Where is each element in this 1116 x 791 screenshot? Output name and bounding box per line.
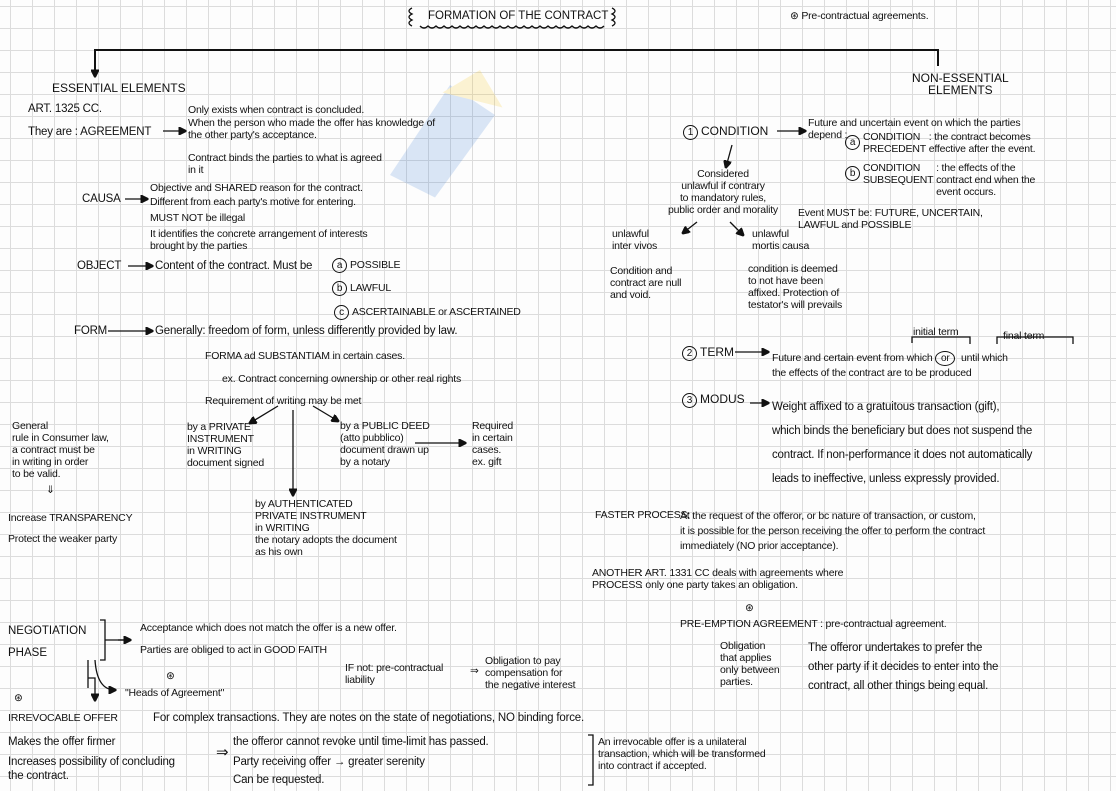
form-private: by a PRIVATE INSTRUMENT in WRITING docum… <box>187 421 264 469</box>
star-icon: ⊛ <box>14 692 23 704</box>
condition-definition: Future and uncertain event on which the … <box>808 117 1021 141</box>
negotiation-phase-label: NEGOTIATION PHASE <box>8 625 87 659</box>
condition-must-be: Event MUST be: FUTURE, UNCERTAIN, LAWFUL… <box>798 207 983 231</box>
legend-note: ⊛ Pre-contractual agreements. <box>790 10 929 22</box>
causa-line: Different from each party's motive for e… <box>150 196 356 208</box>
irrevocable-serenity: Party receiving offer → greater serenity <box>233 756 425 768</box>
initial-term-label: initial term <box>913 326 959 338</box>
consumer-rule: General rule in Consumer law, a contract… <box>12 420 109 480</box>
consumer-protect: Protect the weaker party <box>8 533 118 545</box>
object-label: OBJECT <box>77 260 122 272</box>
mortis-causa-result: condition is deemed to not have been aff… <box>748 263 843 311</box>
heads-of-agreement-text: For complex transactions. They are notes… <box>153 712 584 724</box>
another-process-label: ANOTHER PROCESS <box>592 567 642 591</box>
causa-label: CAUSA <box>82 193 121 205</box>
object-text: Content of the contract. Must be <box>155 260 313 272</box>
irrevocable-requested: Can be requested. <box>233 774 325 786</box>
irrevocable-increases: Increases possibility of concluding the … <box>8 756 175 782</box>
heads-of-agreement-label: "Heads of Agreement" <box>125 687 225 699</box>
agreement-label: They are : AGREEMENT <box>28 126 152 138</box>
star-icon: ⊛ <box>166 670 175 682</box>
star-icon: ⊛ <box>745 602 754 614</box>
faster-process-text: At the request of the offeror, or bc nat… <box>680 510 986 552</box>
pre-emption-obligation: Obligation that applies only between par… <box>720 640 780 688</box>
causa-line: It identifies the concrete arrangement o… <box>150 228 368 252</box>
agreement-line: When the person who made the offer has k… <box>188 117 436 141</box>
pre-emption-detail: The offeror undertakes to prefer the oth… <box>808 642 999 692</box>
agreement-line: Contract binds the parties to what is ag… <box>188 152 382 176</box>
final-term-label: final term <box>1003 330 1045 342</box>
article-ref: ART. 1325 CC. <box>28 103 102 115</box>
irrevocable-firmer: Makes the offer firmer <box>8 736 116 748</box>
legend-text: Pre-contractual agreements. <box>801 10 929 22</box>
form-required: Required in certain cases. ex. gift <box>472 420 514 468</box>
form-public: by a PUBLIC DEED (atto pubblico) documen… <box>340 420 430 468</box>
condition-unlawful: Considered unlawful if contrary to manda… <box>668 168 778 216</box>
star-icon: ⊛ <box>790 10 799 22</box>
form-label: FORM <box>74 325 108 337</box>
irrevocable-note: An irrevocable offer is a unilateral tra… <box>598 736 766 772</box>
modus-text: Weight affixed to a gratuitous transacti… <box>772 401 1033 485</box>
form-writing: Requirement of writing may be met <box>205 395 362 407</box>
another-process-text: : ART. 1331 CC deals with agreements whe… <box>640 567 844 591</box>
form-example: ex. Contract concerning ownership or oth… <box>222 373 461 385</box>
mortis-causa: unlawful mortis causa <box>752 228 810 252</box>
form-text: Generally: freedom of form, unless diffe… <box>155 325 458 337</box>
watermark-logo <box>390 70 503 198</box>
negotiation-compensation: Obligation to pay compensation for the n… <box>485 655 576 691</box>
essential-heading: ESSENTIAL ELEMENTS <box>52 81 186 95</box>
form-ad-substantiam: FORMA ad SUBSTANTIAM in certain cases. <box>205 350 405 362</box>
negotiation-new-offer: Acceptance which does not match the offe… <box>140 622 397 634</box>
causa-line: Objective and SHARED reason for the cont… <box>150 182 363 194</box>
irrevocable-offer-label: IRREVOCABLE OFFER <box>8 712 118 724</box>
down-arrow-icon: ⇓ <box>46 484 55 496</box>
non-essential-heading: NON-ESSENTIAL ELEMENTS <box>912 71 1009 97</box>
implies-icon: ⇒ <box>216 744 229 761</box>
consumer-transparency: Increase TRANSPARENCY <box>8 512 133 524</box>
irrevocable-revoke: the offeror cannot revoke until time-lim… <box>233 736 489 748</box>
inter-vivos-result: Condition and contract are null and void… <box>610 265 682 301</box>
negotiation-good-faith: Parties are obliged to act in GOOD FAITH <box>140 644 327 656</box>
term-text-2: the effects of the contract are to be pr… <box>772 367 972 379</box>
agreement-line: Only exists when contract is concluded. <box>188 104 365 116</box>
term-text: Future and certain event from which or u… <box>772 351 1008 366</box>
page-title: FORMATION of the CONTRACT <box>428 10 609 22</box>
form-authenticated: by AUTHENTICATED PRIVATE INSTRUMENT in W… <box>255 498 397 558</box>
implies-icon: ⇒ <box>470 665 479 677</box>
pre-emption-agreement: PRE-EMPTION AGREEMENT : pre-contractual … <box>680 618 947 630</box>
inter-vivos: unlawful inter vivos <box>612 228 658 252</box>
causa-line: MUST NOT be illegal <box>150 212 246 224</box>
negotiation-if-not: IF not: pre-contractual liability <box>345 662 444 686</box>
faster-process-label: FASTER PROCESS: <box>595 509 691 521</box>
